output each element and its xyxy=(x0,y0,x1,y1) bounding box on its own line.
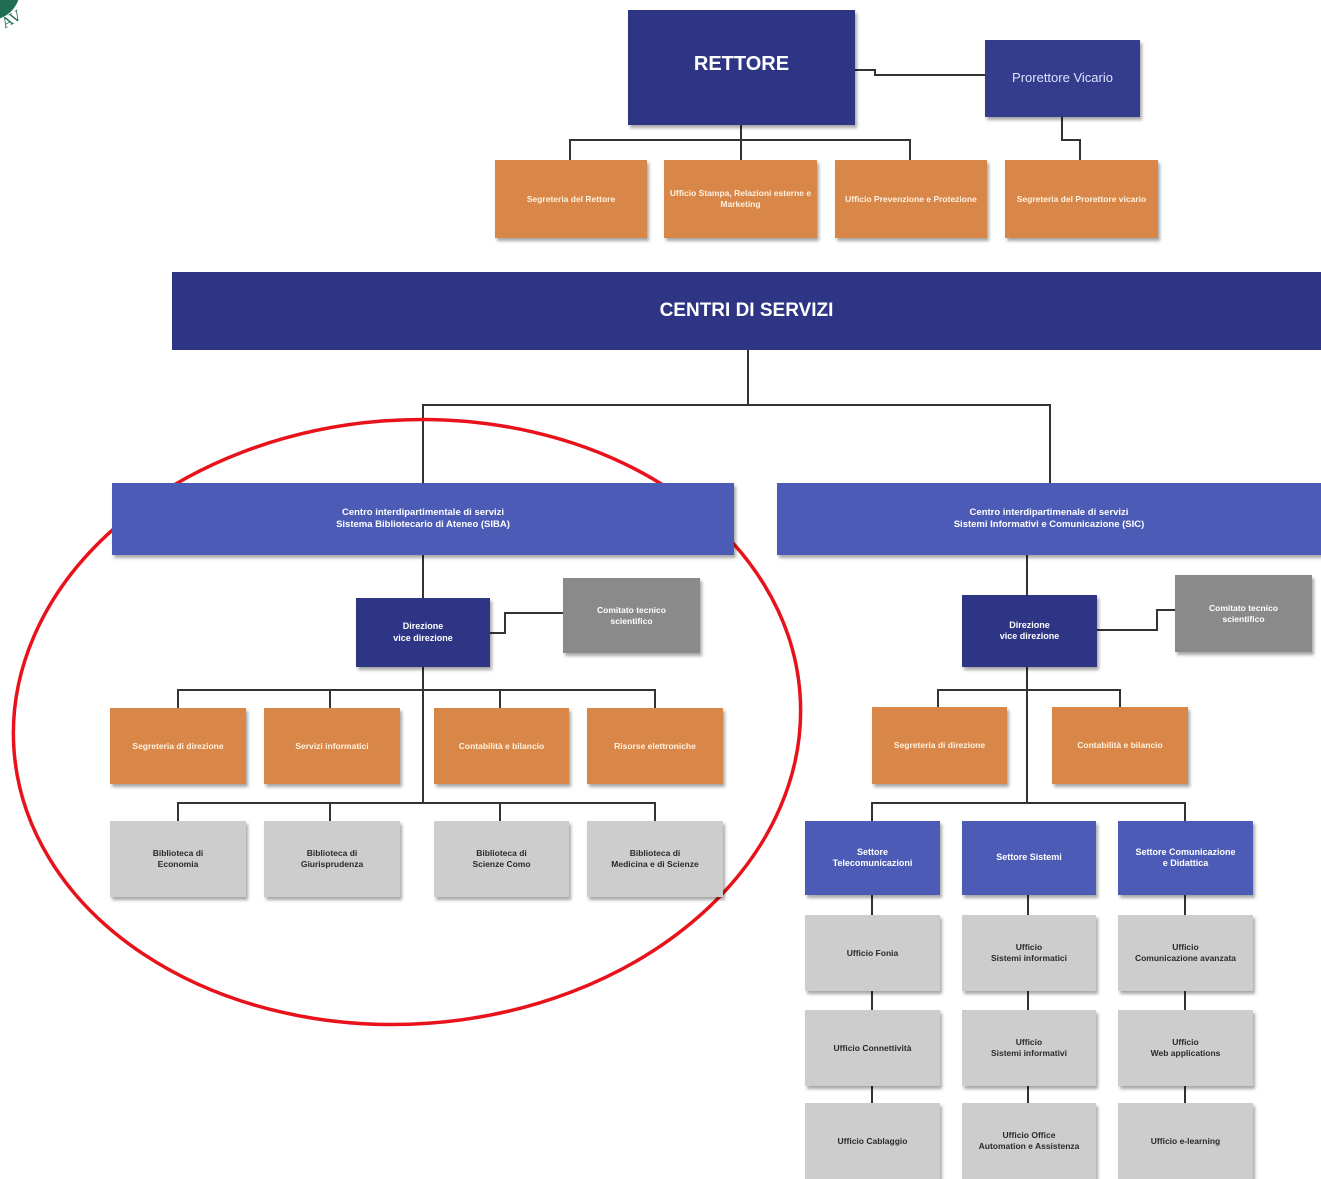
centri-servizi-banner: CENTRI DI SERVIZI xyxy=(172,272,1321,350)
sic-ufficio-sistemi-informatici: Ufficio Sistemi informatici xyxy=(962,915,1096,991)
sic-settore-sistemi: Settore Sistemi xyxy=(962,821,1096,895)
siba-biblioteca-medicina: Biblioteca di Medicina e di Scienze xyxy=(587,821,723,897)
siba-biblioteca-scienze-como: Biblioteca di Scienze Como xyxy=(434,821,569,897)
siba-biblioteca-economia: Biblioteca di Economia xyxy=(110,821,246,897)
sic-ufficio-cablaggio: Ufficio Cablaggio xyxy=(805,1103,940,1179)
staff-segreteria-rettore: Segreteria del Rettore xyxy=(495,160,647,238)
siba-ufficio-risorse-elettroniche: Risorse elettroniche xyxy=(587,708,723,784)
sic-ufficio-fonia: Ufficio Fonia xyxy=(805,915,940,991)
sic-ufficio-comunicazione-avanzata: Ufficio Comunicazione avanzata xyxy=(1118,915,1253,991)
sic-direzione-box: Direzione vice direzione xyxy=(962,595,1097,667)
siba-ufficio-contabilita: Contabilità e bilancio xyxy=(434,708,569,784)
rettore-box: RETTORE xyxy=(628,10,855,125)
staff-ufficio-prevenzione: Ufficio Prevenzione e Protezione xyxy=(835,160,987,238)
staff-segreteria-prorettore: Segreteria del Prorettore vicario xyxy=(1005,160,1158,238)
sic-settore-comunicazione: Settore Comunicazione e Didattica xyxy=(1118,821,1253,895)
prorettore-box: Prorettore Vicario xyxy=(985,40,1140,117)
siba-centro-box: Centro interdipartimentale di servizi Si… xyxy=(112,483,734,555)
sic-ufficio-web-applications: Ufficio Web applications xyxy=(1118,1010,1253,1086)
sic-comitato-box: Comitato tecnico scientifico xyxy=(1175,575,1312,652)
sic-ufficio-segreteria: Segreteria di direzione xyxy=(872,707,1007,784)
siba-comitato-box: Comitato tecnico scientifico xyxy=(563,578,700,653)
sic-settore-telecomunicazioni: Settore Telecomunicazioni xyxy=(805,821,940,895)
sic-ufficio-contabilita: Contabilità e bilancio xyxy=(1052,707,1188,784)
highlight-ellipse xyxy=(11,417,803,1027)
siba-biblioteca-giurisprudenza: Biblioteca di Giurisprudenza xyxy=(264,821,400,897)
sic-ufficio-connettivita: Ufficio Connettività xyxy=(805,1010,940,1086)
sic-ufficio-office-automation: Ufficio Office Automation e Assistenza xyxy=(962,1103,1096,1179)
staff-ufficio-stampa: Ufficio Stampa, Relazioni esterne e Mark… xyxy=(664,160,817,238)
siba-direzione-box: Direzione vice direzione xyxy=(356,598,490,667)
sic-ufficio-e-learning: Ufficio e-learning xyxy=(1118,1103,1253,1179)
siba-ufficio-segreteria: Segreteria di direzione xyxy=(110,708,246,784)
sic-ufficio-sistemi-informativi: Ufficio Sistemi informativi xyxy=(962,1010,1096,1086)
siba-ufficio-servizi-informatici: Servizi informatici xyxy=(264,708,400,784)
sic-centro-box: Centro interdipartimenale di servizi Sis… xyxy=(777,483,1321,555)
